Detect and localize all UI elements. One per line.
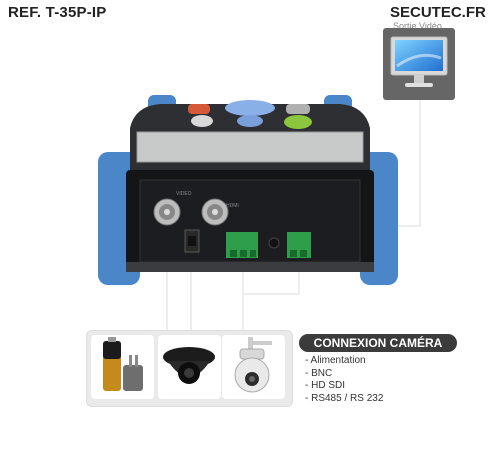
audio-jack	[268, 237, 280, 249]
connexion-list: - Alimentation - BNC - HD SDI - RS485 / …	[305, 355, 383, 405]
battery-thumbnail	[91, 335, 154, 399]
list-item: - RS485 / RS 232	[305, 392, 384, 404]
bnc-port-hdmi	[201, 198, 229, 226]
brand-name: SECUTEC.FR	[390, 4, 486, 21]
monitor-icon	[390, 36, 448, 87]
bnc-port-video	[153, 198, 181, 226]
rs485-terminal-2	[287, 232, 311, 258]
dome-camera-thumbnail	[158, 335, 221, 399]
list-item: - BNC	[305, 367, 333, 379]
list-item: - Alimentation	[305, 355, 366, 366]
port-label-hdmi: HDMI	[226, 203, 239, 209]
product-reference: REF. T-35P-IP	[8, 4, 107, 21]
device-screen	[136, 131, 364, 163]
battery-icon	[103, 337, 143, 391]
connexion-title: CONNEXION CAMÉRA	[299, 334, 457, 352]
port-label-video: VIDEO	[176, 191, 192, 197]
dome-camera-icon	[163, 347, 215, 384]
video-output-caption: Sortie Vidéo	[393, 21, 442, 31]
ptz-camera-thumbnail	[222, 335, 285, 399]
monitor-thumbnail	[383, 28, 455, 100]
ptz-camera-icon	[234, 337, 272, 393]
list-item: - HD SDI	[305, 380, 345, 391]
rs485-terminal-1	[226, 232, 258, 258]
